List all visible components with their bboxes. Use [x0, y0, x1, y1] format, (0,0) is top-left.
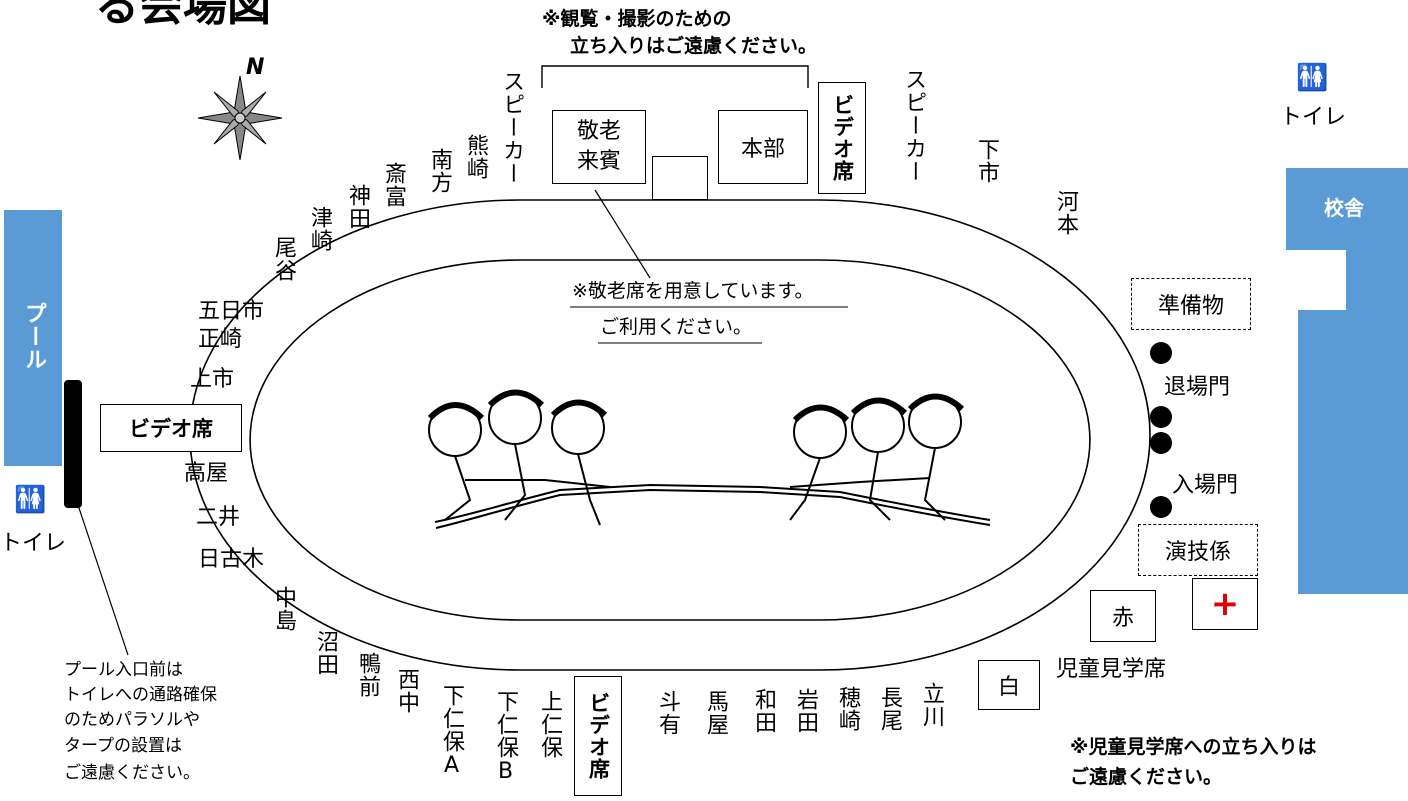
- school-building-part: [1346, 250, 1408, 310]
- left-team: [427, 389, 611, 526]
- elder-connector: [594, 189, 651, 279]
- area-numata: 沼田: [313, 630, 338, 676]
- top-notice-line2: 立ち入りはご遠慮ください。: [570, 35, 818, 57]
- area-umaya: 馬屋: [703, 690, 728, 736]
- red-team-area: 赤: [1090, 590, 1156, 642]
- pool-note-line3: のためパラソルや: [64, 710, 200, 730]
- area-itsukaichi: 五日市: [198, 299, 265, 324]
- pool-note-line4: タープの設置は: [64, 736, 182, 756]
- area-nishinaka: 西中: [394, 668, 419, 714]
- notice-bracket: [541, 65, 809, 88]
- right-team: [789, 393, 965, 521]
- gate-marker: [1150, 432, 1172, 454]
- gate-marker: [1150, 406, 1172, 428]
- area-tsuzaki: 津崎: [307, 206, 332, 252]
- area-kamiichi: 上市: [190, 367, 235, 392]
- pool-note-line5: ご遠慮ください。: [64, 763, 200, 783]
- area-hozaki: 穂崎: [835, 686, 860, 732]
- gate-marker: [1150, 496, 1172, 518]
- school-building: 校舎: [1286, 168, 1408, 250]
- student-note-line1: ※児童見学席への立ち入りは: [1070, 736, 1317, 758]
- video-seats-bottom: ビデオ席: [574, 676, 622, 796]
- compass-icon: [197, 75, 283, 161]
- top-notice-line1: ※観覧・撮影のための: [542, 8, 732, 30]
- area-wada: 和田: [751, 688, 776, 734]
- area-kaminiho: 上仁保: [537, 690, 562, 759]
- area-shimoichi: 下市: [974, 138, 999, 184]
- blank-tent: [652, 156, 708, 200]
- area-minamikata: 南方: [427, 148, 452, 194]
- area-saitomi: 斎富: [381, 162, 406, 208]
- map-title: る会場図: [95, 0, 271, 31]
- area-shozaki: 正崎: [198, 327, 243, 352]
- area-oya: 尾谷: [271, 236, 296, 282]
- area-shimonihoa: 下仁保A: [439, 684, 464, 779]
- area-kumazaki: 熊崎: [463, 134, 488, 180]
- area-toari: 斗有: [655, 690, 680, 736]
- speaker-left: スピーカー: [499, 70, 524, 185]
- first-aid-icon: +: [1192, 578, 1258, 630]
- elder-guest-seats: 敬老 来賓: [552, 110, 646, 184]
- tug-of-war-illustration: [427, 389, 991, 529]
- gate-marker: [1150, 342, 1172, 364]
- area-tachikawa: 立川: [919, 682, 944, 728]
- pool-entrance-bar: [64, 380, 82, 508]
- exit-gate-label: 退場門: [1164, 375, 1231, 400]
- area-kamosaki: 鴨前: [355, 652, 380, 698]
- area-shimonihob: 下仁保B: [493, 690, 518, 785]
- elder-note-line1: ※敬老席を用意しています。: [572, 280, 814, 302]
- outer-track: [189, 199, 1151, 671]
- video-seats-top: ビデオ席: [818, 82, 866, 194]
- toilet-icon: 🚻: [1296, 63, 1329, 93]
- area-hikogi: 日古木: [198, 547, 265, 572]
- toilet-icon: 🚻: [14, 485, 47, 515]
- toilet-label-left: トイレ: [0, 531, 67, 556]
- student-note-line2: ご遠慮ください。: [1070, 766, 1223, 788]
- video-seats-left: ビデオ席: [100, 404, 242, 452]
- pool-connector: [77, 504, 129, 656]
- staff-area: 演技係: [1138, 524, 1258, 576]
- equipment-area: 準備物: [1131, 278, 1251, 330]
- area-futai: 二井: [196, 505, 241, 530]
- pool: プール: [4, 210, 62, 466]
- area-nakashima: 中島: [271, 586, 296, 632]
- north-label: N: [246, 55, 265, 80]
- entrance-gate-label: 入場門: [1172, 473, 1239, 498]
- area-takaya: 高屋: [184, 461, 229, 486]
- speaker-right: スピーカー: [901, 68, 926, 183]
- student-seats-label: 児童見学席: [1056, 657, 1167, 682]
- area-nagao: 長尾: [877, 686, 902, 732]
- white-team-area: 白: [978, 660, 1040, 710]
- pool-note-line2: トイレへの通路確保: [64, 685, 217, 705]
- area-kanda: 神田: [345, 184, 370, 230]
- area-kawamoto: 河本: [1053, 190, 1078, 236]
- area-iwata: 岩田: [793, 688, 818, 734]
- headquarters: 本部: [718, 110, 808, 184]
- inner-track: [249, 259, 1091, 621]
- school-building-part: [1298, 310, 1408, 594]
- toilet-label-right: トイレ: [1280, 105, 1347, 130]
- elder-note-line2: ご利用ください。: [600, 316, 753, 338]
- pool-note-line1: プール入口前は: [64, 660, 183, 680]
